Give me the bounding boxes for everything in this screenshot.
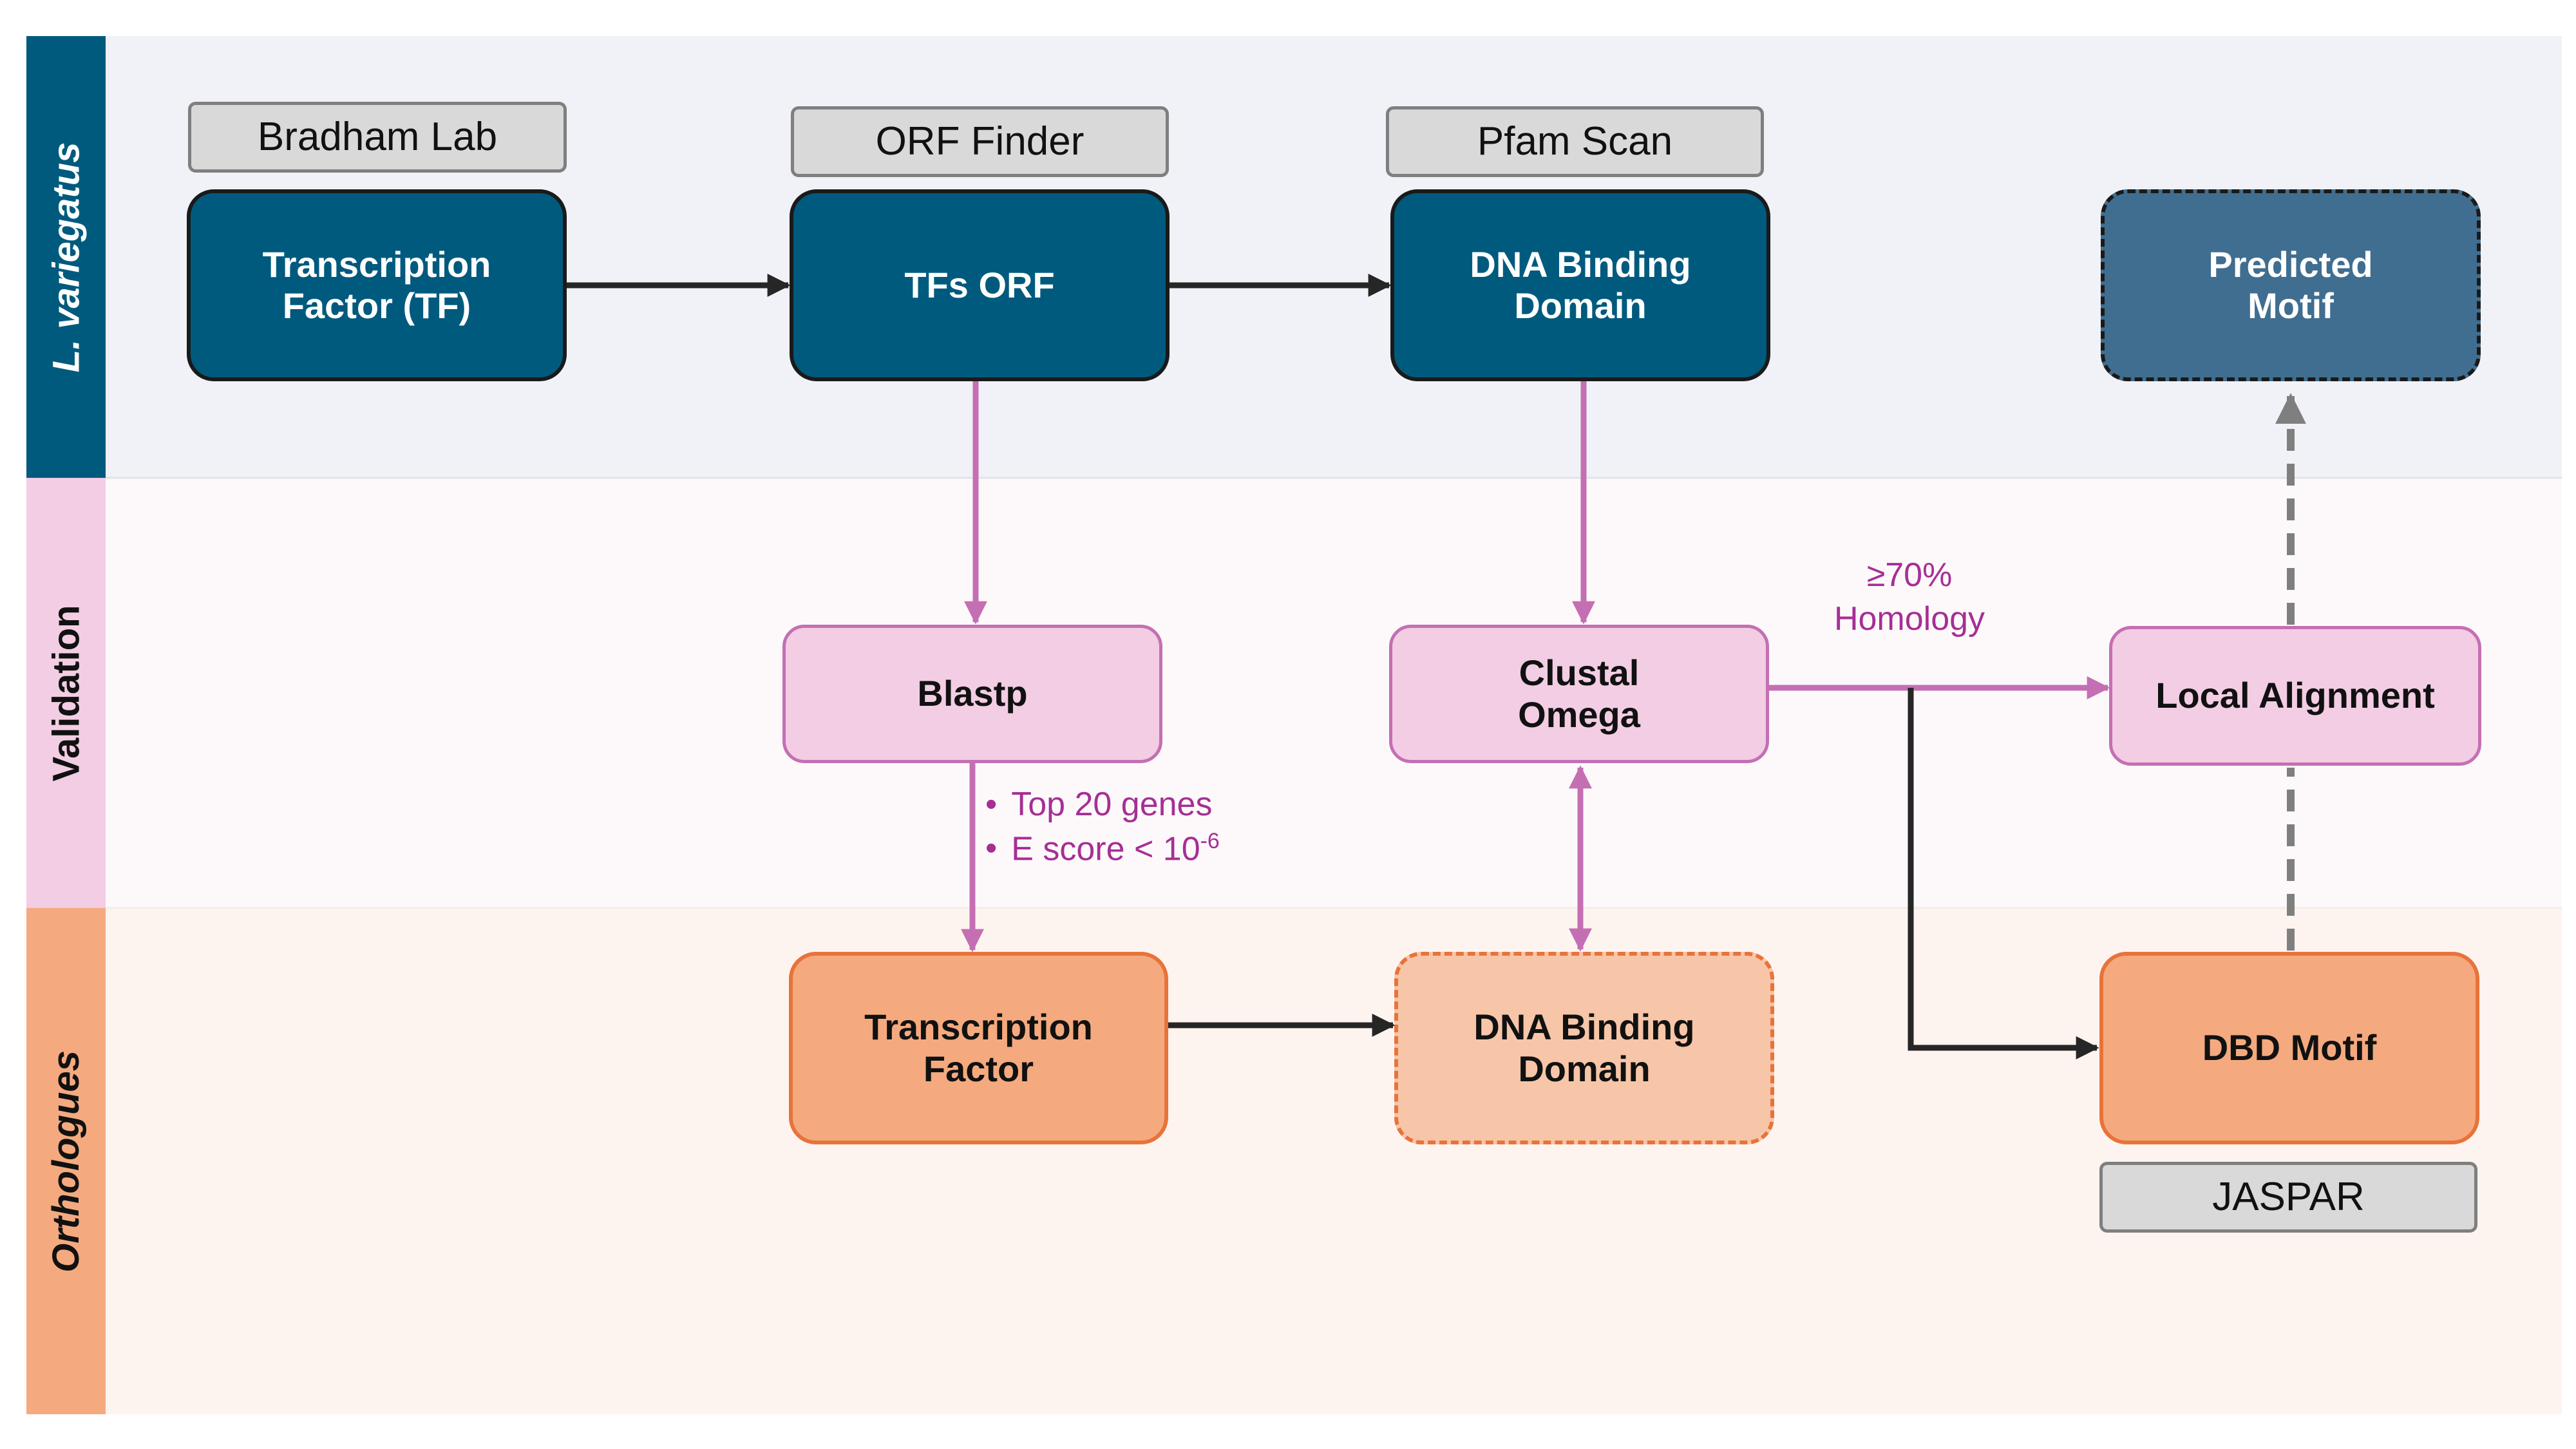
escore-exponent: -6 xyxy=(1200,828,1220,853)
node-orthologue-dna-binding-domain: DNA Binding Domain xyxy=(1394,952,1774,1144)
node-dbd-motif: DBD Motif xyxy=(2099,952,2479,1144)
homology-label: Homology xyxy=(1833,600,1985,638)
lane-label-orthologues: Orthologues xyxy=(45,1050,87,1273)
annotation-blastp-criteria: • Top 20 genes • E score < 10-6 xyxy=(985,783,1220,871)
arrow-homology-to-dbd-motif xyxy=(1908,688,2099,1059)
escore-label: E score < 10 xyxy=(1011,829,1200,867)
tool-pfam-scan: Pfam Scan xyxy=(1386,106,1764,177)
bullet-dot: • xyxy=(985,829,998,867)
node-transcription-factor-tf: Transcription Factor (TF) xyxy=(187,189,567,381)
node-predicted-motif: Predicted Motif xyxy=(2101,189,2481,381)
tool-bradham-lab: Bradham Lab xyxy=(188,102,567,173)
node-clustal-omega: Clustal Omega xyxy=(1389,625,1769,763)
criteria-top-genes: • Top 20 genes xyxy=(985,783,1220,827)
annotation-homology: ≥70% Homology xyxy=(1790,554,2029,641)
bullet-dot: • xyxy=(985,786,998,823)
tool-jaspar: JASPAR xyxy=(2099,1162,2477,1233)
criteria-top-genes-text: Top 20 genes xyxy=(1011,786,1213,823)
node-dna-binding-domain: DNA Binding Domain xyxy=(1390,189,1770,381)
homology-percent: ≥70% xyxy=(1866,556,1953,594)
node-orthologue-transcription-factor: Transcription Factor xyxy=(789,952,1168,1144)
lane-validation-label-bar xyxy=(26,478,106,908)
criteria-escore: • E score < 10-6 xyxy=(985,827,1220,871)
node-tfs-orf: TFs ORF xyxy=(790,189,1170,381)
lane-label-lvariegatus: L. variegatus xyxy=(45,142,87,372)
criteria-escore-text: E score < 10-6 xyxy=(1011,827,1220,871)
lane-lvariegatus-label-bar xyxy=(26,36,106,478)
node-local-alignment: Local Alignment xyxy=(2109,626,2481,766)
lane-label-validation: Validation xyxy=(45,605,88,781)
node-blastp: Blastp xyxy=(782,625,1162,763)
tool-orf-finder: ORF Finder xyxy=(791,106,1169,177)
lane-orthologues-label-bar xyxy=(26,908,106,1414)
